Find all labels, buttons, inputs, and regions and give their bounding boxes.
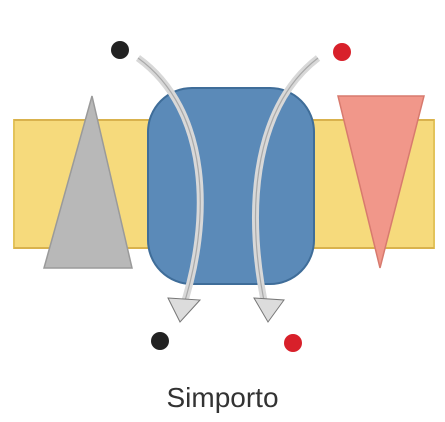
symporter-protein [148, 88, 314, 284]
diagram-caption: Simporto [0, 382, 445, 414]
black-solute-inside [151, 332, 169, 350]
red-solute-outside [333, 43, 351, 61]
black-solute-outside [111, 41, 129, 59]
red-solute-inside [284, 334, 302, 352]
red-solute-arrowhead [254, 298, 284, 322]
black-solute-arrowhead [168, 298, 200, 322]
